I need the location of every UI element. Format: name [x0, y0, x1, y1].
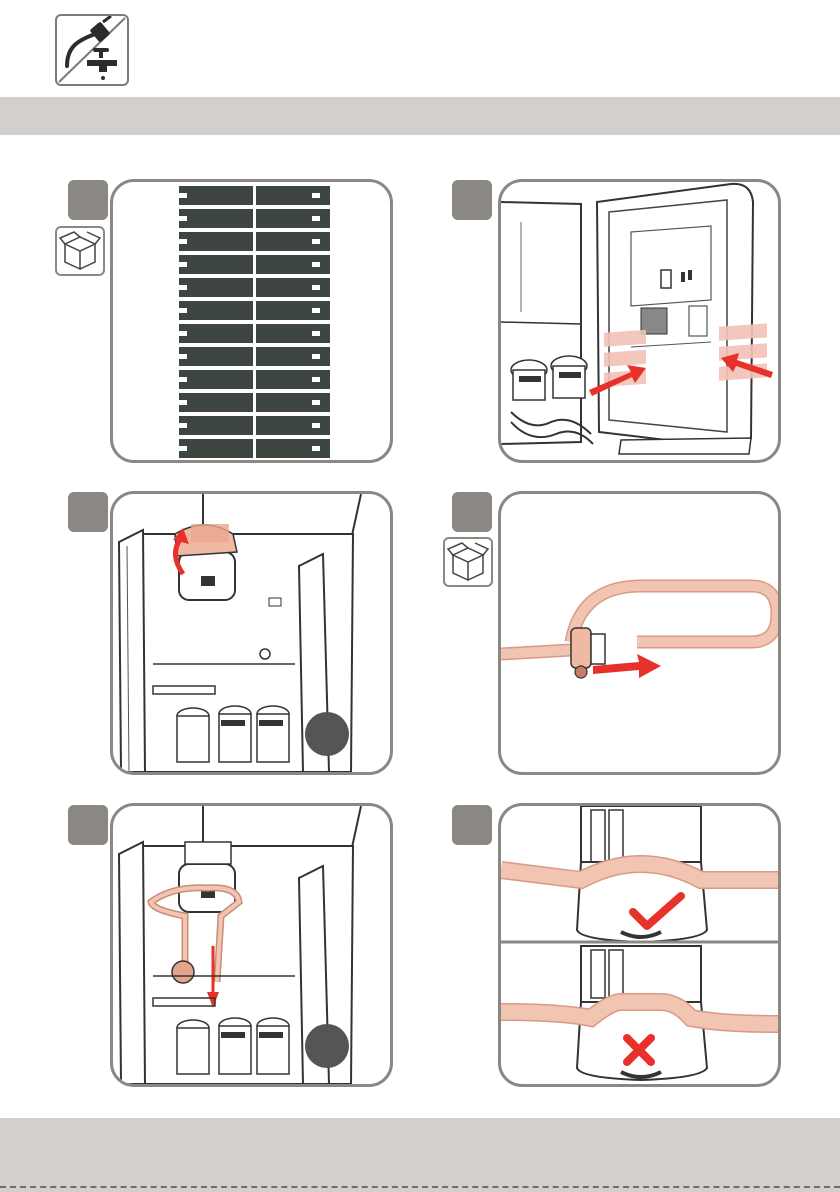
- step-6-badge: [452, 805, 492, 845]
- label-strip: [179, 209, 253, 228]
- label-strip-notch: [312, 377, 320, 382]
- label-strip-notch: [312, 423, 320, 428]
- label-strip: [179, 439, 253, 458]
- step-4-badge: [452, 492, 492, 532]
- label-strip-notch: [312, 331, 320, 336]
- label-strip-notch: [179, 354, 187, 359]
- box-icon: [55, 226, 105, 276]
- label-strip-notch: [312, 193, 320, 198]
- tube-routing-illustration: [113, 806, 390, 1084]
- header-bar: [0, 97, 840, 135]
- label-strip-notch: [179, 262, 187, 267]
- label-strip: [179, 232, 253, 251]
- step-3-panel: [110, 491, 393, 775]
- step-1-panel: [110, 179, 393, 463]
- tube-connector-illustration: [501, 494, 778, 772]
- label-strip-notch: [312, 216, 320, 221]
- footer-bar: [0, 1118, 840, 1192]
- box-icon: [443, 537, 493, 587]
- label-strip-notch: [312, 239, 320, 244]
- label-strip-notch: [312, 262, 320, 267]
- label-strip: [179, 370, 253, 389]
- power-water-disconnect-icon: [55, 14, 129, 86]
- label-strip-notch: [312, 285, 320, 290]
- label-strip: [179, 393, 253, 412]
- step-4-panel: [498, 491, 781, 775]
- label-strip-notch: [179, 423, 187, 428]
- label-strip-notch: [312, 446, 320, 451]
- step-3-badge: [68, 492, 108, 532]
- label-strip: [179, 301, 253, 320]
- label-strip-notch: [179, 239, 187, 244]
- incorrect-seating: [501, 946, 778, 1080]
- label-strip-notch: [312, 354, 320, 359]
- step-2-panel: [498, 179, 781, 463]
- label-strip: [179, 347, 253, 366]
- step-5-badge: [68, 805, 108, 845]
- step-1-badge: [68, 180, 108, 220]
- page-edge-dashed-line: [0, 1186, 840, 1188]
- label-strips-illustration: [113, 182, 390, 460]
- label-strip: [179, 416, 253, 435]
- label-strip-notch: [312, 308, 320, 313]
- label-strip-notch: [179, 285, 187, 290]
- label-strip-notch: [179, 377, 187, 382]
- door-labels-illustration: [501, 182, 778, 460]
- label-strip: [179, 324, 253, 343]
- label-strip: [179, 278, 253, 297]
- step-6-panel: [498, 803, 781, 1087]
- step-5-panel: [110, 803, 393, 1087]
- label-strip-notch: [179, 446, 187, 451]
- tube-seating-illustration: [501, 806, 778, 1084]
- pump-cover-lift-illustration: [113, 494, 390, 772]
- label-strip-notch: [179, 193, 187, 198]
- label-strip-notch: [179, 308, 187, 313]
- label-strip-notch: [312, 400, 320, 405]
- label-strip: [179, 255, 253, 274]
- label-strip-notch: [179, 216, 187, 221]
- label-strip: [179, 186, 253, 205]
- step-2-badge: [452, 180, 492, 220]
- label-strip-notch: [179, 400, 187, 405]
- label-strip-notch: [179, 331, 187, 336]
